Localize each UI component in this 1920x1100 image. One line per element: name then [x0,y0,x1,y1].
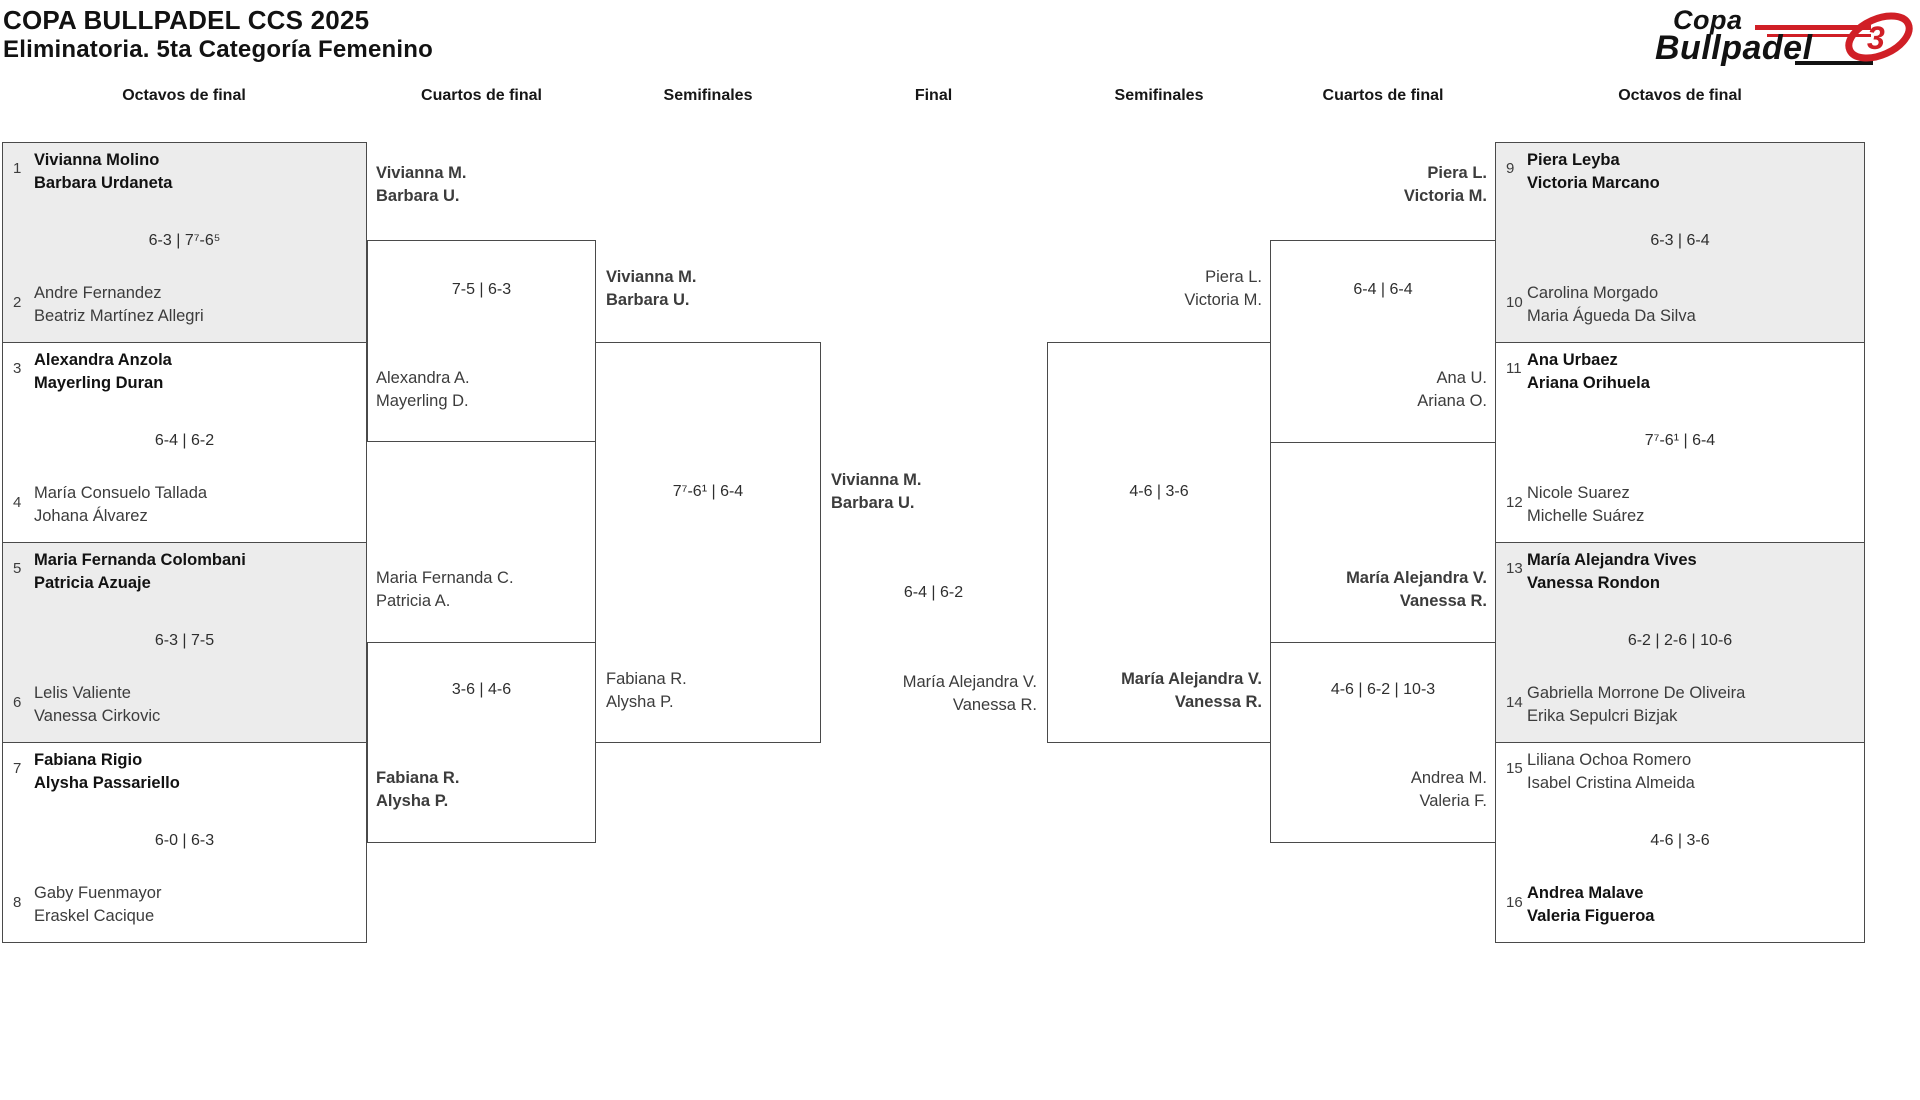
bracket-entry: Vivianna M.Barbara U. [606,268,697,309]
logo-speedline-icon [1755,25,1871,30]
round-header-final: Final [914,87,953,104]
match-score: 4-6 | 6-2 | 10-3 [1330,681,1436,698]
match-score: 6-2 | 2-6 | 10-6 [1627,632,1733,649]
bracket-entry: Piera L.Victoria M. [1184,268,1262,309]
logo-underline [1795,61,1873,65]
bracket-entry: María Alejandra V.Vanessa R. [1346,569,1487,610]
round-header-semifinales-right: Semifinales [1114,87,1204,104]
match-score: 6-3 | 7⁷-6⁵ [148,232,221,249]
seed-number: 9 [1506,160,1515,177]
bracket-entry: Maria Fernanda C.Patricia A. [376,569,514,610]
seed-number: 16 [1506,894,1523,911]
seed-number: 5 [13,560,22,577]
bull-emblem-icon: 3 [1845,12,1913,62]
bracket-entry: Piera L.Victoria M. [1403,164,1487,205]
round-header-octavos-left: Octavos de final [122,87,246,104]
match-score: 3-6 | 4-6 [451,681,512,698]
page-subtitle: Eliminatoria. 5ta Categoría Femenino [3,36,433,63]
page-title: COPA BULLPADEL CCS 2025 [3,5,370,35]
bracket-line-sf-left [595,342,821,743]
match-score: 6-3 | 7-5 [154,632,215,649]
match-score: 4-6 | 3-6 [1129,483,1189,500]
bracket-entry: María Alejandra V.Vanessa R. [1121,670,1262,711]
round-header-cuartos-right: Cuartos de final [1322,87,1444,104]
svg-text:3: 3 [1867,20,1885,56]
bracket-line-qf-left-1 [367,240,596,442]
seed-number: 2 [13,294,22,311]
logo-word-bullpadel: Bullpadel [1655,29,1813,67]
bracket-entry: Fabiana R.Alysha P. [376,769,460,810]
match-score: 6-3 | 6-4 [1650,232,1710,249]
bracket-line-sf-right [1047,342,1271,743]
seed-number: 10 [1506,294,1523,311]
match-score: 7⁷-6¹ | 6-4 [672,483,744,500]
round-header-octavos-right: Octavos de final [1618,87,1742,104]
bracket-line-qf-right-1 [1270,240,1496,443]
bracket-entry-runner-up: María Alejandra V.Vanessa R. [902,673,1037,714]
match-score-final: 6-4 | 6-2 [903,584,964,601]
bracket-entry-champion: Vivianna M.Barbara U. [831,471,922,512]
round-header-semifinales-left: Semifinales [663,87,753,104]
seed-number: 11 [1506,360,1522,377]
round-header-cuartos-left: Cuartos de final [421,87,542,104]
logo-word-copa: Copa [1673,5,1743,35]
bracket-line-qf-right-2 [1270,642,1496,843]
match-score: 6-0 | 6-3 [154,832,215,849]
bracket-entry: Fabiana R.Alysha P. [606,670,687,711]
match-score: 7-5 | 6-3 [451,281,512,298]
seed-number: 13 [1506,560,1523,577]
match-score: 7⁷-6¹ | 6-4 [1644,432,1716,449]
bracket-entry: Ana U.Ariana O. [1417,369,1487,410]
bracket-entry: Vivianna M.Barbara U. [376,164,467,205]
bracket-entry: Alexandra A.Mayerling D. [376,369,470,410]
seed-number: 8 [13,894,22,911]
seed-number: 4 [13,494,22,511]
logo-speedline-icon [1767,34,1871,37]
seed-number: 3 [13,360,22,377]
seed-number: 15 [1506,760,1523,777]
seed-number: 12 [1506,494,1523,511]
seed-number: 14 [1506,694,1523,711]
seed-number: 6 [13,694,22,711]
match-score: 6-4 | 6-4 [1353,281,1413,298]
bracket-entry: Andrea M.Valeria F. [1410,769,1487,810]
match-score: 6-4 | 6-2 [154,432,215,449]
seed-number: 7 [13,760,22,777]
seed-number: 1 [13,160,22,177]
copa-bullpadel-logo: Copa Bullpadel 3 [1645,5,1915,83]
match-score: 4-6 | 3-6 [1650,832,1710,849]
